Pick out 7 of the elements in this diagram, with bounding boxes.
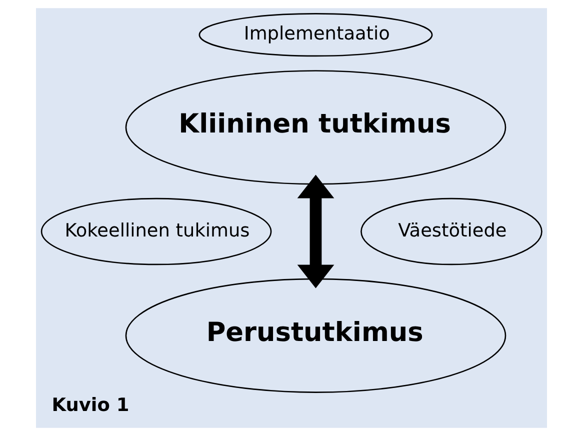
node-ellipse: Perustutkimus [124, 278, 506, 393]
arrow [296, 174, 334, 288]
node-ellipse: Implementaatio [198, 13, 432, 57]
node-ellipse: Kliininen tutkimus [124, 70, 506, 185]
caption: Kuvio 1 [51, 395, 129, 416]
node-ellipse: Väestötiede [360, 198, 542, 266]
node-ellipse: Kokeellinen tukimus [40, 198, 272, 266]
